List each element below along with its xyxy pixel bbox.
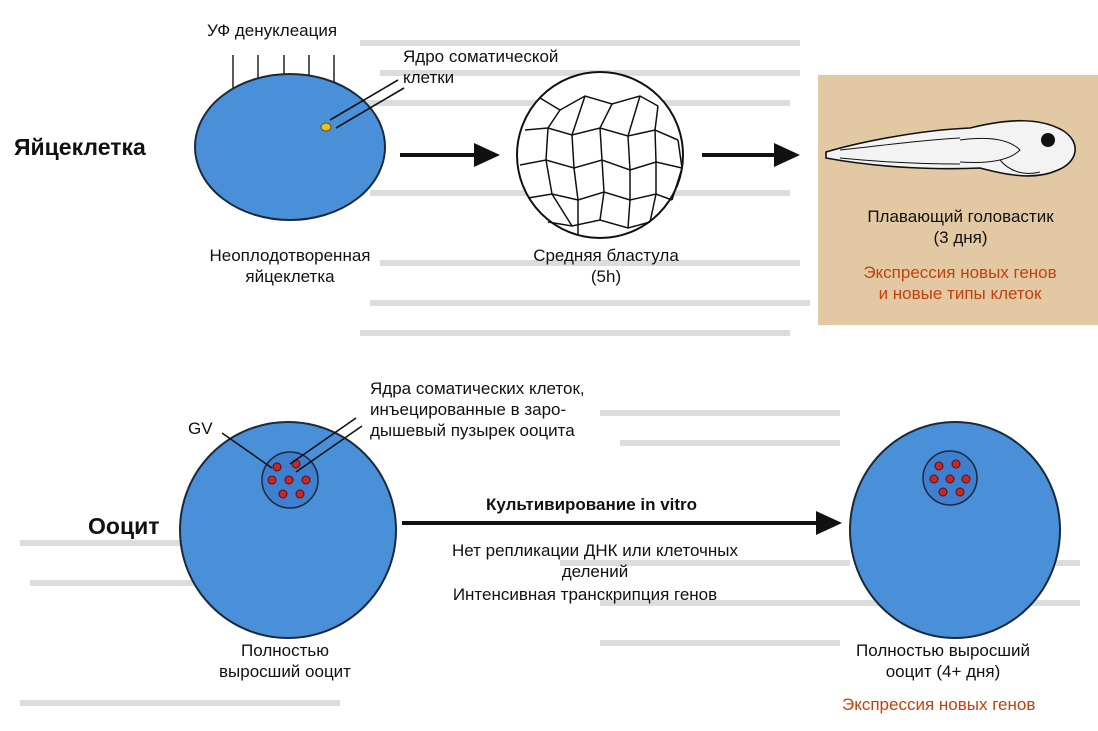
egg-nucleus — [320, 122, 332, 132]
grown-oocyte-4d-label: Полностью выросший ооцит (4+ дня) — [856, 641, 1030, 681]
tadpole-panel — [818, 75, 1098, 325]
injected-nuclei-label: Ядра соматических клеток, инъецированные… — [370, 379, 585, 440]
injected-nuclei-dots — [267, 459, 311, 499]
grown-oocyte-label: Полностью выросший ооцит — [219, 641, 351, 681]
tadpole-label: Плавающий головастик (3 дня) — [867, 207, 1054, 247]
gv-label: GV — [188, 419, 213, 438]
unfertilized-egg-label: Неоплодотворенная яйцеклетка — [209, 246, 371, 286]
pipette-egg — [329, 79, 405, 129]
new-gene-expression-label: Экспрессия новых генов — [842, 695, 1036, 714]
grown-oocyte-cell — [849, 421, 1061, 639]
culture-label: Культивирование in vitro — [486, 495, 698, 514]
pipette-oocyte — [289, 417, 363, 473]
arrow-egg-to-blastula — [474, 143, 500, 167]
arrow-culture — [816, 511, 842, 535]
tadpole-illustration — [825, 119, 1076, 177]
oocyte-title: Ооцит — [88, 513, 160, 539]
tadpole-expression-label: Экспрессия новых генов и новые типы клет… — [863, 263, 1057, 303]
somatic-nucleus-label: Ядро соматической клетки — [403, 47, 559, 87]
mid-blastula-label: Средняя бластула (5h) — [533, 246, 679, 286]
arrow-blastula-to-tadpole — [774, 143, 800, 167]
transcription-label: Интенсивная транскрипция генов — [452, 585, 718, 604]
no-replication-label: Нет репликации ДНК или клеточных делений — [451, 541, 739, 581]
nuclei-dots-right — [929, 459, 971, 497]
mid-blastula — [516, 71, 684, 239]
oocyte-cell — [179, 421, 397, 639]
egg-title: Яйцеклетка — [14, 134, 146, 160]
uv-label: УФ денуклеация — [207, 21, 338, 40]
unfertilized-egg-cell — [194, 73, 386, 221]
